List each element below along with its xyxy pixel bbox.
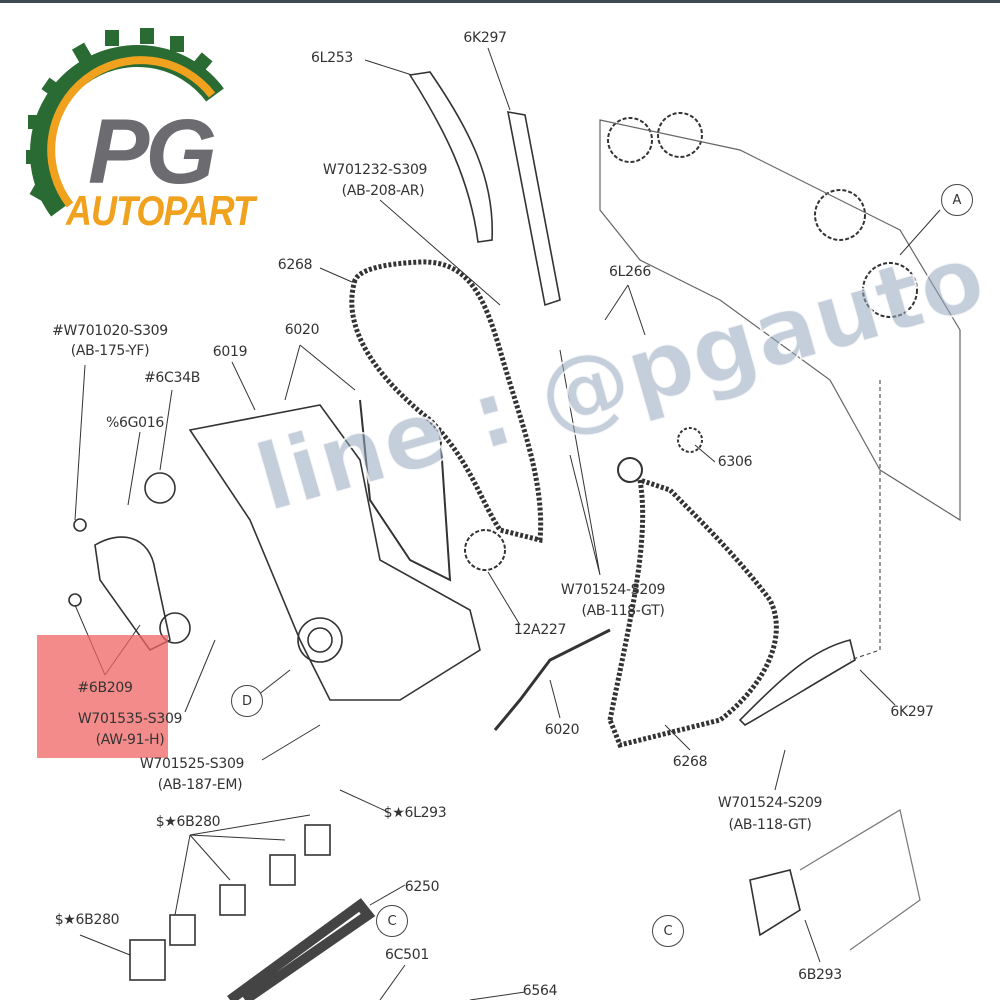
label-AB208: (AB-208-AR) (341, 183, 425, 199)
label-6C501: 6C501 (385, 947, 429, 963)
timing-chain-right (607, 476, 779, 748)
label-6250: 6250 (404, 879, 440, 895)
label-6K297-top: 6K297 (463, 30, 507, 46)
label-6B280-lower: $★6B280 (54, 912, 120, 928)
label-AB118-lower: (AB-118-GT) (728, 817, 812, 833)
chain-guide-6K297-bottom (738, 639, 856, 726)
label-6L253: 6L253 (311, 50, 353, 66)
label-W701524-lower: W701524-S209 (717, 795, 823, 811)
front-cover-6019 (188, 404, 481, 701)
cam-caps (129, 824, 331, 981)
label-6L266: 6L266 (609, 264, 651, 280)
chain-guide-6L253 (408, 71, 494, 243)
gasket-6020 (359, 399, 452, 582)
camshaft-6250 (227, 898, 376, 1000)
label-W701232: W701232-S309 (322, 162, 428, 178)
callout-D: D (231, 685, 263, 717)
label-AW91: (AW-91-H) (95, 732, 165, 748)
label-6020-top: 6020 (284, 322, 320, 338)
callout-C-right: C (652, 915, 684, 947)
label-6020-lower: 6020 (544, 722, 580, 738)
label-W701525: W701525-S309 (139, 756, 245, 772)
label-12A227: 12A227 (513, 622, 567, 638)
leader-lines (74, 47, 941, 1000)
label-W701020: #W701020-S309 (52, 323, 168, 339)
chain-guide-6K297-top (506, 111, 561, 307)
cam-sprockets (464, 112, 918, 571)
label-6B293: 6B293 (798, 967, 842, 983)
top-border (0, 0, 1000, 3)
label-W701524-mid: W701524-S209 (560, 582, 666, 598)
logo-sub-text: AUTOPART (66, 186, 255, 234)
gasket-6020-lower (493, 628, 611, 731)
label-6G016: %6G016 (106, 415, 164, 431)
crank-seal (297, 617, 343, 663)
engine-block (599, 119, 961, 522)
label-6L293: $★6L293 (383, 805, 447, 821)
callout-A: A (941, 184, 973, 216)
label-AB175: (AB-175-YF) (70, 343, 150, 359)
callout-C-left: C (376, 905, 408, 937)
label-6B209: #6B209 (77, 680, 133, 696)
label-6B280-upper: $★6B280 (155, 814, 221, 830)
label-6268-lower: 6268 (672, 754, 708, 770)
label-6019: 6019 (212, 344, 248, 360)
label-6564: 6564 (522, 983, 558, 999)
highlight-box (37, 635, 168, 758)
logo-brand-text: PG (88, 101, 217, 203)
label-6306: 6306 (717, 454, 753, 470)
tensioner-6B293 (749, 869, 801, 937)
label-6268-top: 6268 (277, 257, 313, 273)
label-W701535: W701535-S309 (77, 711, 183, 727)
label-6K297-lower: 6K297 (890, 704, 934, 720)
label-6C34B: #6C34B (143, 370, 201, 386)
logo-gear-icon (26, 28, 224, 217)
label-AB187: (AB-187-EM) (157, 777, 243, 793)
timing-chain-left (349, 259, 544, 544)
label-AB118-mid: (AB-118-GT) (581, 603, 665, 619)
tensioner-6B209 (94, 536, 171, 652)
